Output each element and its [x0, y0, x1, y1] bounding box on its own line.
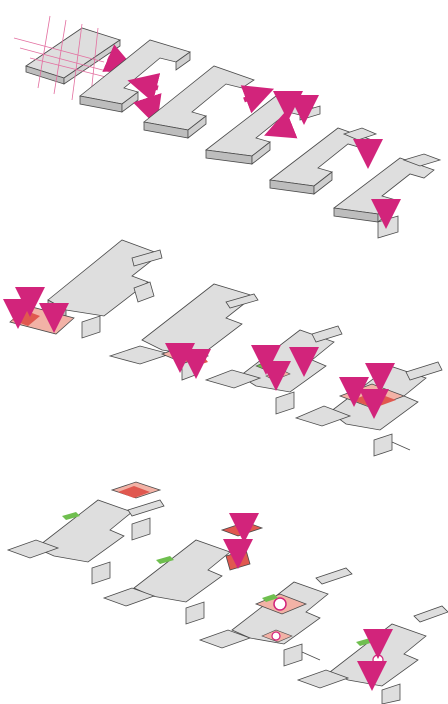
- arrow-3: [133, 93, 162, 127]
- sub-block-4: [294, 361, 443, 457]
- ins-block-3: [198, 567, 353, 667]
- row-massing: [13, 15, 442, 239]
- grid-slab: [13, 15, 136, 105]
- arrow-7: [264, 110, 298, 139]
- arrow-2: [127, 73, 161, 103]
- c-block-3: [204, 91, 321, 165]
- sub-block-1: [3, 239, 163, 339]
- ins-block-4: [296, 605, 448, 704]
- c-block-5: [332, 153, 442, 239]
- arrow-4: [240, 85, 275, 114]
- sub-block-2: [108, 283, 259, 381]
- c-block-1: [79, 39, 191, 127]
- row-subtraction: [3, 239, 443, 457]
- arrow-1: [102, 44, 136, 72]
- c-block-4: [268, 127, 383, 195]
- ins-block-2: [102, 513, 264, 625]
- row-insertion: [6, 481, 448, 704]
- c-block-2: [143, 65, 275, 139]
- sub-block-3: [204, 325, 343, 415]
- ins-block-1: [6, 481, 165, 585]
